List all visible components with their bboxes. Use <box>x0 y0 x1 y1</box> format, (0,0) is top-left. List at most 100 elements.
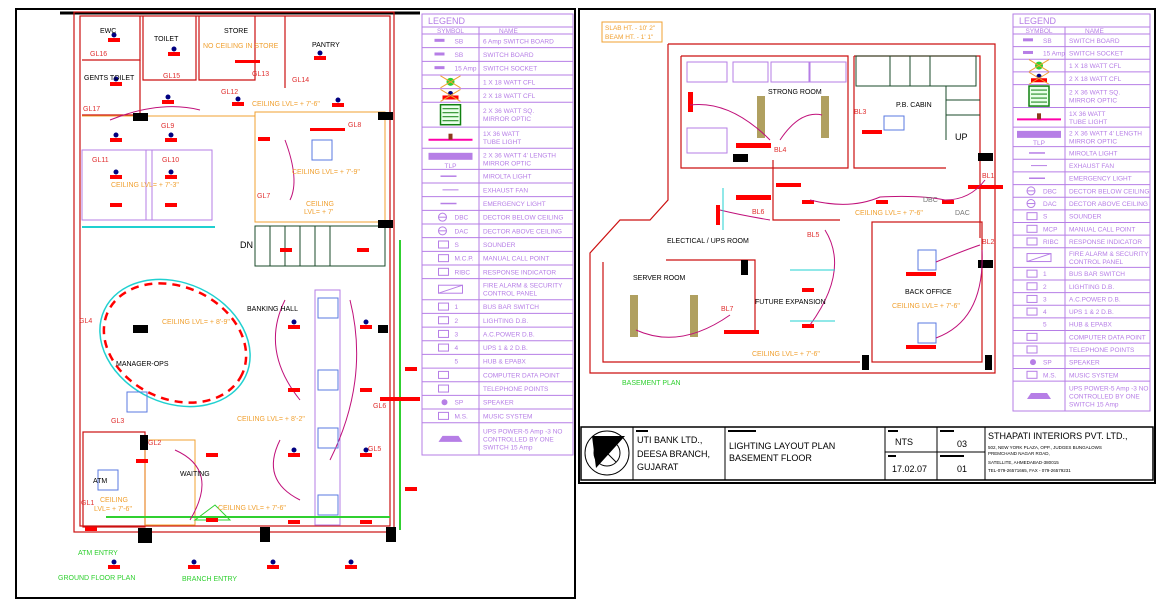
legend-item-name: UPS POWER-5 Amp -3 NO <box>1069 386 1148 393</box>
legend-item-name: TUBE LIGHT <box>483 139 521 146</box>
legend-item-name: HUB & EPABX <box>483 359 527 366</box>
circuit-label: BL6 <box>752 209 765 216</box>
legend-row: TELEPHONE POINTS <box>1026 345 1135 354</box>
legend-item-name: MANUAL CALL POINT <box>483 256 549 263</box>
room-store: STORE <box>224 28 248 35</box>
legend-symbol-code: TLP <box>1033 140 1045 147</box>
detector-below-ceiling-icon <box>1026 186 1036 196</box>
room-atm: ATM <box>93 478 107 485</box>
legend-item-name: 1X 36 WATT <box>1069 111 1106 118</box>
circuit-label: GL4 <box>79 318 92 325</box>
client-branch: DEESA BRANCH, <box>637 449 710 459</box>
legend-symbol-code: S <box>1043 214 1048 221</box>
mirror-optic-4ft-icon <box>1017 130 1061 138</box>
company-logo <box>584 430 630 476</box>
ceiling-level: CEILING LVL= + 8'-9" <box>162 319 230 326</box>
legend-header-symbol: SYMBOL <box>437 28 464 35</box>
fire-alarm-panel-icon <box>1026 253 1052 263</box>
tube-light-icon <box>1017 113 1061 121</box>
legend-item-name: 1 X 18 WATT CFL <box>483 79 536 86</box>
detector-above-ceiling-icon <box>438 226 447 236</box>
legend-item-name: MIROLTA LIGHT <box>1069 150 1118 157</box>
scale-value: NTS <box>895 437 913 447</box>
cfl-2x18-icon <box>1028 71 1050 85</box>
legend-symbol-code: RIBC <box>1043 239 1059 246</box>
circuit-label: GL1 <box>81 500 94 507</box>
legend-item-name: SWITCH 15 Amp <box>483 444 533 451</box>
legend-item-name: SPEAKER <box>1069 360 1100 367</box>
client-state: GUJARAT <box>637 462 679 472</box>
detector-above-ceiling-icon <box>1026 199 1036 209</box>
legend-row: 1 X 18 WATT CFL <box>1028 59 1122 73</box>
legend-item-name: SPEAKER <box>483 400 514 407</box>
legend-item-name: DECTOR ABOVE CEILING <box>1069 201 1148 208</box>
legend-item-name: CONTROLLED BY ONE <box>1069 394 1140 401</box>
room-server-room: SERVER ROOM <box>633 275 686 282</box>
switch-board-icon <box>434 52 445 56</box>
circuit-label: BL5 <box>807 232 820 239</box>
legend-symbol-code: SB <box>455 52 464 59</box>
legend-item-name: MIRROR OPTIC <box>483 116 531 123</box>
ground-floor-title: GROUND FLOOR PLAN <box>58 575 135 582</box>
legend-item-name: SWITCH 15 Amp <box>1069 402 1119 409</box>
cfl-1x18-icon <box>1028 59 1050 73</box>
legend-symbol-code: RIBC <box>455 269 471 276</box>
basement-plan: SLAB HT. - 10' 2" BEAM HT. - 1' 1" STRON… <box>589 21 1003 387</box>
room-future-expansion: FUTURE EXPANSION <box>755 299 826 306</box>
legend-item-name: A.C.POWER D.B. <box>483 331 535 338</box>
branch-entry-label: BRANCH ENTRY <box>182 576 237 583</box>
switch-board-6a-icon <box>434 38 445 42</box>
legend-title: LEGEND <box>428 16 466 26</box>
circuit-label: GL8 <box>348 122 361 129</box>
legend-symbol-code: M.S. <box>1043 372 1057 379</box>
ground-floor-frame <box>15 8 576 599</box>
legend-symbol-code: M.C.P. <box>455 256 474 263</box>
ceiling-level: CEILING <box>100 497 128 504</box>
legend-symbol-code: DAC <box>1043 201 1057 208</box>
legend-item-name: EMERGENCY LIGHT <box>483 201 546 208</box>
ceiling-level: LVL= + 7' <box>304 209 333 216</box>
speaker-icon <box>441 399 448 406</box>
legend-symbol-code: 1 <box>1043 271 1047 278</box>
legend-item-name: TELEPHONE POINTS <box>483 386 549 393</box>
room-pb-cabin: P.B. CABIN <box>896 102 932 109</box>
lighting-db-icon <box>438 316 449 325</box>
legend-item-name: 2 X 36 WATT 4' LENGTH <box>483 152 556 159</box>
circuit-label: BL2 <box>982 239 995 246</box>
circuit-label: GL15 <box>163 73 180 80</box>
square-mirror-optic-icon <box>439 103 462 126</box>
legend-item-name: BUS BAR SWITCH <box>1069 271 1125 278</box>
legend-item-name: SOUNDER <box>1069 214 1102 221</box>
ceiling-level: CEILING LVL= + 7'-3" <box>111 182 179 189</box>
tube-light-fixtures <box>630 96 829 337</box>
stair-dn: DN <box>240 240 253 250</box>
legend-row: EMERGENCY LIGHT <box>1029 176 1132 183</box>
circuit-label: BL7 <box>721 306 734 313</box>
ups-db-icon <box>1026 307 1038 316</box>
music-system-icon <box>1026 370 1038 379</box>
legend-item-name: FIRE ALARM & SECURITY <box>483 283 563 290</box>
bus-bar-switch-icon <box>1026 269 1038 278</box>
legend-symbol-code: SB <box>455 38 464 45</box>
circuit-label: GL14 <box>292 77 309 84</box>
store-note: NO CEILING IN STORE <box>203 43 279 50</box>
cfl-2x18-icon <box>440 89 461 102</box>
company-phone: TEL-079-26571665, FAX - 079-26579231 <box>988 468 1071 473</box>
ups-power-icon <box>1027 393 1051 400</box>
legend-item-name: MIRROR OPTIC <box>1069 138 1117 145</box>
bus-bar-switch-icon <box>438 302 449 311</box>
drawing-subtitle: BASEMENT FLOOR <box>729 453 812 463</box>
